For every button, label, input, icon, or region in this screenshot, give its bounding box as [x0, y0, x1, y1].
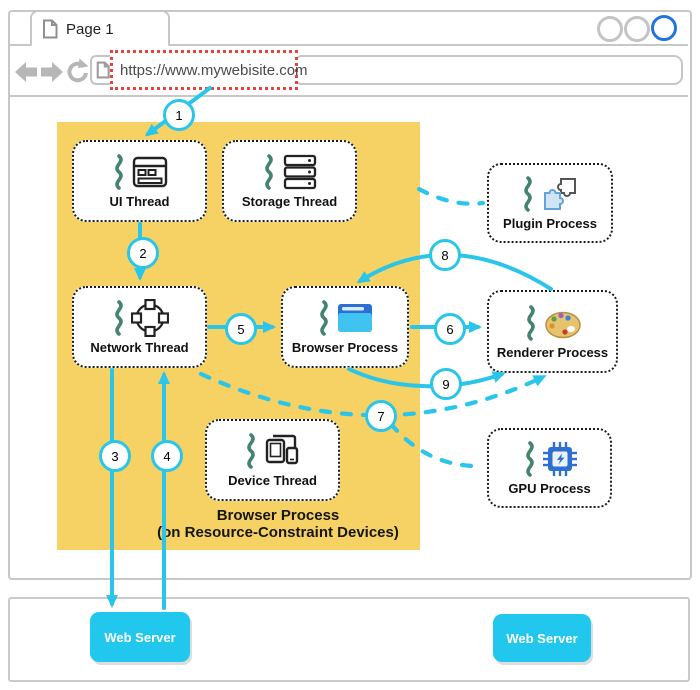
node-browser-process: Browser Process — [281, 286, 409, 368]
node-plugin-process: Plugin Process — [487, 163, 613, 243]
caption-line-1: Browser Process — [216, 507, 340, 524]
node-ui-thread: UI Thread — [72, 140, 207, 222]
node-device-thread: Device Thread — [205, 419, 340, 501]
node-label: UI Thread — [109, 194, 170, 209]
step-circle-1: 1 — [163, 99, 195, 131]
window-control-circle-1[interactable] — [597, 16, 623, 42]
web-server-left: Web Server — [90, 612, 190, 662]
web-server-label: Web Server — [506, 630, 578, 646]
back-arrow-icon[interactable] — [13, 58, 39, 86]
tab-page[interactable]: Page 1 — [30, 10, 170, 46]
distributed-nodes-icon — [130, 299, 169, 337]
node-label: Device Thread — [228, 473, 317, 488]
node-icons — [111, 299, 169, 337]
thread-squiggle-icon — [114, 300, 123, 336]
node-icons — [522, 440, 578, 478]
node-icons — [111, 153, 169, 191]
node-gpu-process: GPU Process — [487, 428, 612, 508]
page-icon — [96, 61, 110, 79]
thread-squiggle-icon — [526, 304, 535, 341]
node-icons — [520, 175, 580, 213]
node-label: GPU Process — [508, 481, 591, 496]
step-circle-7: 7 — [365, 400, 397, 432]
step-circle-2: 2 — [127, 237, 159, 269]
forward-arrow-icon[interactable] — [39, 58, 65, 86]
group-caption: Browser Process (on Resource-Constraint … — [138, 507, 418, 541]
gpu-chip-icon — [542, 442, 577, 476]
step-circle-9: 9 — [430, 368, 462, 400]
browser-window-outline-icon — [132, 156, 167, 188]
node-network-thread: Network Thread — [72, 286, 207, 368]
step-circle-3: 3 — [99, 440, 131, 472]
node-label: Browser Process — [291, 340, 399, 355]
node-label: Network Thread — [90, 340, 189, 355]
thread-squiggle-icon — [525, 441, 534, 477]
node-icons — [261, 153, 319, 191]
address-bar[interactable] — [293, 55, 683, 85]
node-label: Storage Thread — [241, 194, 338, 209]
server-stack-icon — [283, 154, 316, 190]
toolbar-top-divider — [10, 44, 688, 46]
browser-window-blue-icon — [338, 304, 372, 332]
puzzle-pieces-icon — [544, 178, 576, 210]
node-label: Plugin Process — [503, 216, 597, 231]
thread-squiggle-icon — [246, 433, 255, 469]
reload-icon[interactable] — [64, 58, 89, 85]
devices-icon — [265, 434, 298, 465]
url-text: https://www.mywebisite.com — [120, 61, 308, 79]
node-label: Renderer Process — [496, 344, 609, 360]
thread-squiggle-icon — [524, 176, 532, 212]
web-server-label: Web Server — [104, 629, 176, 645]
node-renderer-process: Renderer Process — [487, 290, 618, 373]
node-icons — [243, 432, 303, 470]
paint-palette-icon — [544, 311, 581, 338]
step-circle-5: 5 — [225, 313, 257, 345]
web-server-right: Web Server — [493, 614, 591, 662]
tab-title: Page 1 — [66, 20, 114, 38]
thread-squiggle-icon — [264, 154, 273, 190]
step-circle-8: 8 — [429, 239, 461, 271]
thread-squiggle-icon — [114, 154, 123, 190]
step-circle-6: 6 — [434, 313, 466, 345]
url-highlight-box[interactable]: https://www.mywebisite.com — [110, 50, 308, 90]
toolbar-bottom-divider — [10, 95, 688, 97]
window-control-circle-2[interactable] — [624, 16, 650, 42]
page-icon — [43, 19, 58, 39]
window-control-circle-active[interactable] — [651, 15, 677, 41]
step-circle-4: 4 — [151, 440, 183, 472]
node-storage-thread: Storage Thread — [222, 140, 357, 222]
node-icons — [523, 304, 583, 342]
caption-line-2: (on Resource-Constraint Devices) — [157, 524, 399, 541]
node-icons — [316, 299, 374, 337]
thread-squiggle-icon — [320, 300, 328, 336]
